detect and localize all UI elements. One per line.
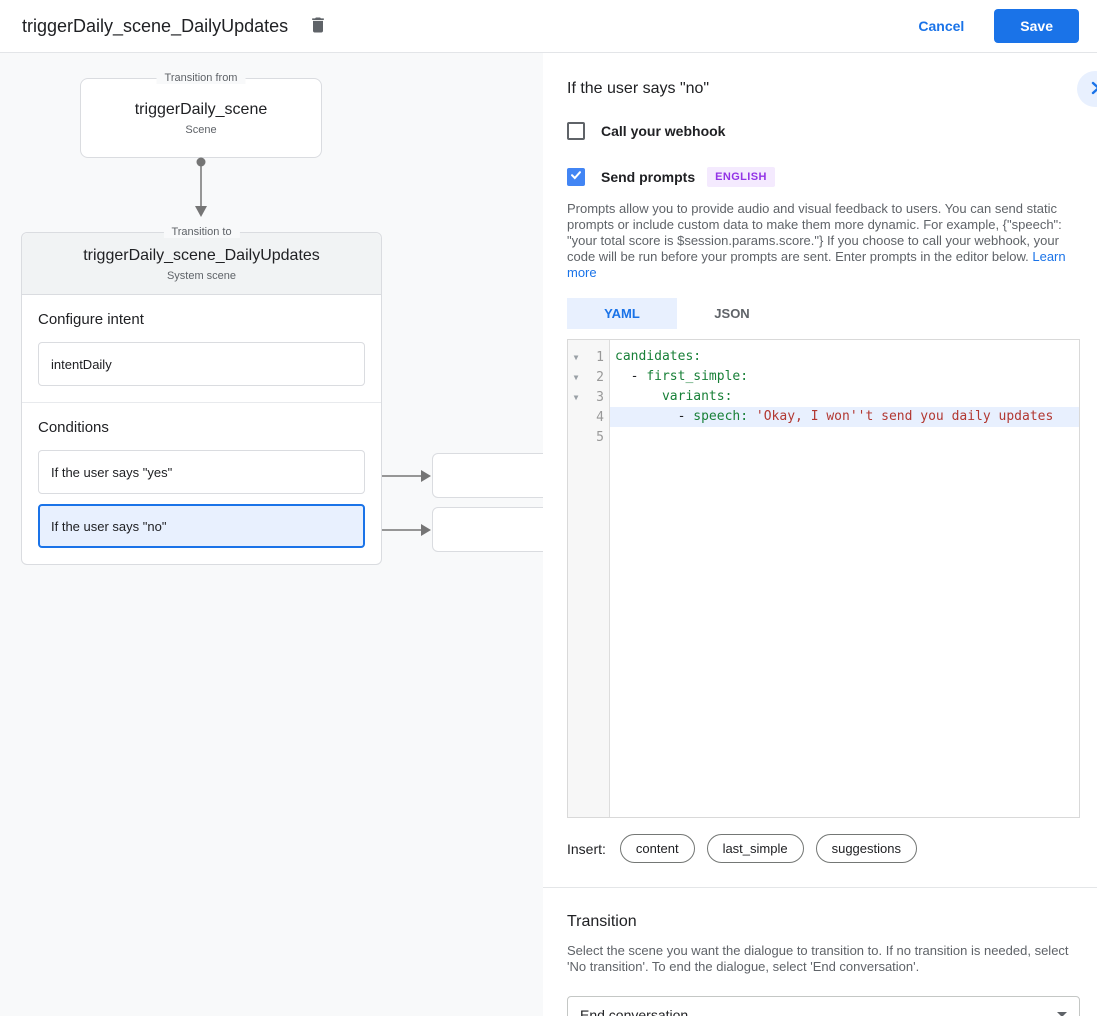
webhook-label: Call your webhook (601, 123, 726, 139)
gutter-line: 4 (568, 407, 609, 427)
tab-json[interactable]: JSON (714, 306, 750, 321)
code-token-key: speech: (693, 409, 749, 424)
line-number: 1 (596, 349, 604, 365)
page-title: triggerDaily_scene_DailyUpdates (22, 15, 289, 36)
transition-to-legend: Transition to (163, 226, 240, 238)
code-token-plain (748, 409, 756, 424)
intent-item[interactable]: intentDaily (38, 342, 365, 386)
code-line[interactable] (610, 427, 1079, 447)
transition-dropdown[interactable]: End conversation (567, 996, 1080, 1016)
flow-canvas[interactable]: Transition from triggerDaily_scene Scene (0, 53, 543, 1016)
code-token-plain: - (615, 369, 647, 384)
code-token-plain (615, 389, 662, 404)
condition-row-yes[interactable]: If the user says "yes" (38, 450, 365, 494)
transition-from-legend: Transition from (156, 72, 246, 84)
code-line[interactable]: - first_simple: (610, 367, 1079, 387)
code-token-key: first_simple: (646, 369, 749, 384)
delete-button[interactable] (304, 12, 332, 40)
trash-icon (308, 15, 328, 38)
line-number: 2 (596, 369, 604, 385)
prompts-description: Prompts allow you to provide audio and v… (567, 201, 1080, 281)
webhook-checkbox-row[interactable]: Call your webhook (567, 122, 1080, 140)
dropdown-caret-icon (1057, 1012, 1067, 1016)
conditions-label: Conditions (38, 419, 109, 436)
code-line[interactable]: variants: (610, 387, 1079, 407)
to-node-subtitle: System scene (166, 270, 237, 282)
editor-code-area[interactable]: candidates: - first_simple: variants: - … (610, 340, 1079, 817)
send-prompts-checkbox[interactable] (567, 168, 585, 186)
fold-arrow-icon[interactable]: ▼ (573, 352, 579, 362)
transition-title: Transition (567, 913, 637, 930)
fold-arrow-icon[interactable]: ▼ (573, 372, 579, 382)
condition-title: If the user says "no" (567, 80, 710, 97)
webhook-checkbox[interactable] (567, 122, 585, 140)
from-node-title: triggerDaily_scene (134, 100, 268, 118)
language-badge: ENGLISH (707, 167, 775, 187)
code-line[interactable]: candidates: (610, 347, 1079, 367)
save-button[interactable]: Save (994, 9, 1079, 43)
top-bar: triggerDaily_scene_DailyUpdates Cancel S… (0, 0, 1097, 53)
insert-chip-suggestions[interactable]: suggestions (815, 834, 917, 863)
line-number: 4 (596, 409, 604, 425)
insert-row: Insert: content last_simple suggestions (567, 834, 1080, 863)
tab-yaml[interactable]: YAML (567, 298, 677, 329)
code-token-plain: - (615, 409, 694, 424)
prompts-description-text: Prompts allow you to provide audio and v… (567, 201, 1062, 264)
gutter-line[interactable]: ▼1 (568, 347, 609, 367)
card-divider (22, 402, 381, 403)
editor-tabs: YAML JSON (567, 298, 1080, 329)
gutter-line[interactable]: ▼3 (568, 387, 609, 407)
insert-chip-content[interactable]: content (619, 834, 695, 863)
transition-description: Select the scene you want the dialogue t… (567, 943, 1069, 974)
target-scene-box-yes[interactable] (432, 453, 543, 498)
chevron-right-icon (1089, 81, 1097, 98)
line-number: 3 (596, 389, 604, 405)
send-prompts-label: Send prompts (601, 169, 696, 185)
transition-to-node[interactable]: Transition to triggerDaily_scene_DailyUp… (21, 226, 382, 565)
checkmark-icon (569, 168, 583, 187)
collapse-panel-button[interactable] (1077, 71, 1097, 107)
gutter-line[interactable]: ▼2 (568, 367, 609, 387)
from-node-subtitle: Scene (185, 123, 217, 136)
insert-label: Insert: (567, 840, 606, 857)
code-line[interactable]: - speech: 'Okay, I won''t send you daily… (610, 407, 1079, 427)
code-token-string: 'Okay, I won''t send you daily updates (755, 409, 1054, 424)
to-node-title: triggerDaily_scene_DailyUpdates (83, 247, 320, 264)
cancel-button[interactable]: Cancel (918, 18, 965, 34)
panel-divider (543, 887, 1097, 888)
code-token-key: variants: (661, 389, 733, 404)
to-node-header: triggerDaily_scene_DailyUpdates System s… (22, 233, 381, 295)
line-number: 5 (596, 429, 604, 445)
configure-intent-section: Configure intent intentDaily (22, 295, 381, 402)
code-token-key: candidates: (615, 349, 702, 364)
send-prompts-checkbox-row[interactable]: Send prompts ENGLISH (567, 167, 1080, 187)
transition-from-node[interactable]: Transition from triggerDaily_scene Scene (80, 72, 322, 158)
transition-dropdown-value: End conversation (580, 1006, 689, 1016)
learn-more-link[interactable]: Learn more (567, 249, 1066, 280)
fold-arrow-icon[interactable]: ▼ (573, 392, 579, 402)
insert-chip-last-simple[interactable]: last_simple (706, 834, 804, 863)
transition-section: Transition Select the scene you want the… (567, 888, 1080, 1016)
configure-intent-label: Configure intent (38, 311, 144, 328)
conditions-section: Conditions If the user says "yes" If the… (22, 403, 381, 564)
gutter-line: 5 (568, 427, 609, 447)
target-scene-box-no[interactable] (432, 507, 543, 552)
condition-row-no[interactable]: If the user says "no" (38, 504, 365, 548)
condition-detail-panel: If the user says "no" Call your webhook … (543, 53, 1097, 1016)
